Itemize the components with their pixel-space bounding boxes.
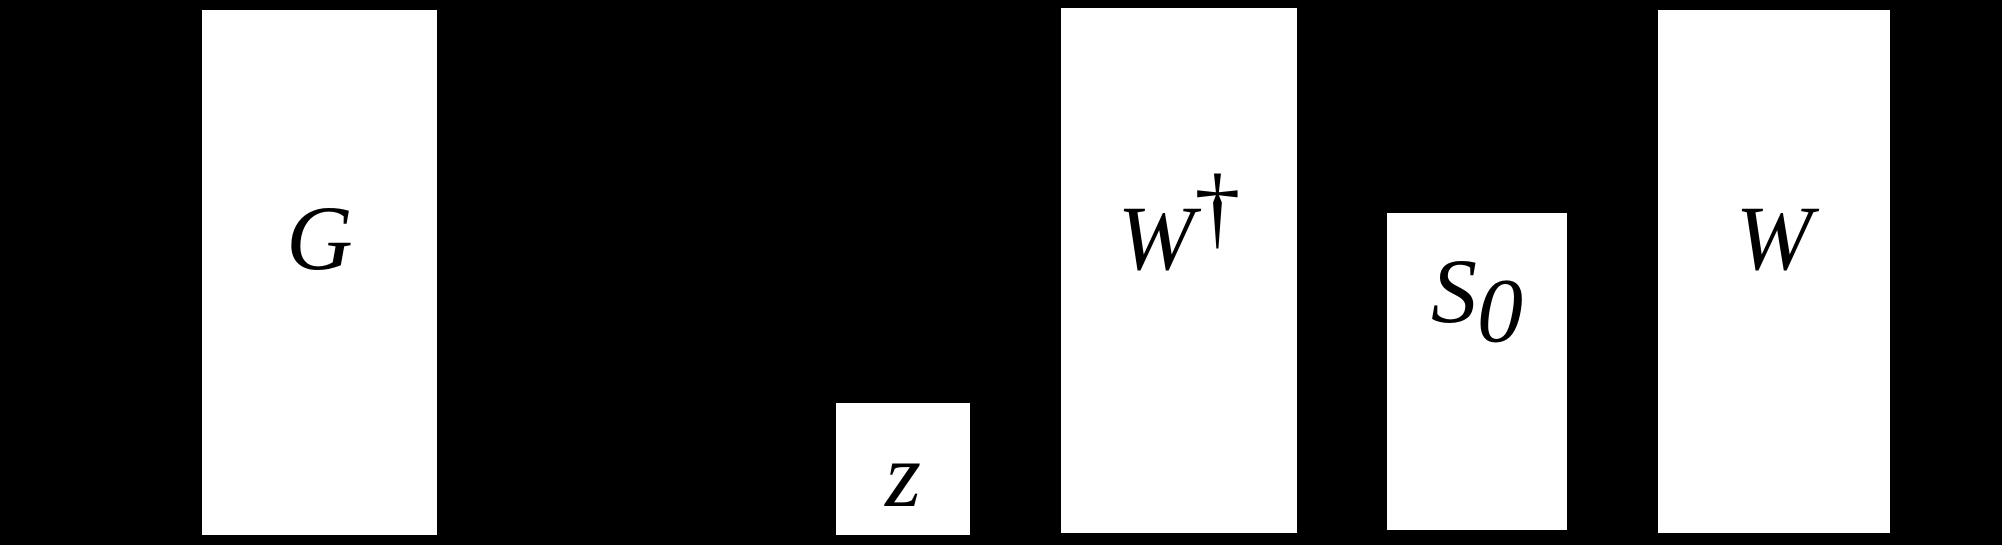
block-w: W [1658,10,1890,533]
block-g: G [202,10,437,535]
dagger-icon: † [1194,155,1241,258]
block-g-label: G [286,187,353,289]
block-w-dagger-label: W† [1118,160,1241,284]
block-z-label: z [885,424,921,526]
block-s0-label-subscript: 0 [1477,259,1523,362]
block-s0: S0 [1387,213,1567,530]
block-s0-label: S0 [1431,245,1523,356]
block-w-dagger: W† [1061,8,1297,533]
block-s0-label-base: S [1431,240,1477,342]
block-z: z [836,403,970,535]
block-w-label: W [1735,187,1813,289]
block-w-dagger-label-base: W [1117,187,1195,289]
